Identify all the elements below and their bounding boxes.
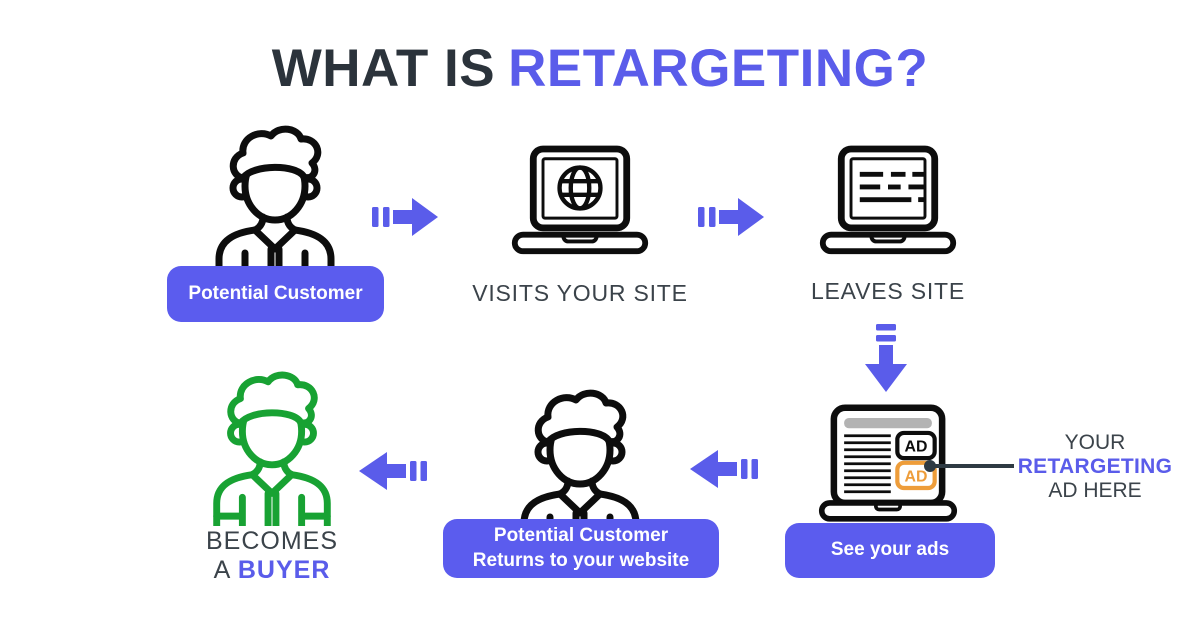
becomes-line: BECOMES (205, 527, 339, 555)
person-buyer-icon (202, 368, 342, 526)
arrow-right-icon (698, 198, 764, 236)
person-icon (205, 122, 345, 282)
callout-connector-line (930, 464, 1014, 468)
browser-bar (844, 418, 932, 429)
arrow-right-icon (372, 198, 438, 236)
see-your-ads-badge: See your ads (785, 523, 995, 578)
returns-badge: Potential Customer Returns to your websi… (443, 519, 719, 578)
arrow-left-icon (358, 452, 428, 490)
laptop-ads-icon: AD AD (818, 404, 958, 522)
becomes-buyer-label: BECOMES A BUYER (177, 527, 367, 585)
callout-line-1: YOUR (1064, 431, 1126, 454)
buyer-prefix: A (213, 556, 230, 584)
title-accent: RETARGETING? (508, 39, 929, 98)
title-prefix: WHAT IS (271, 39, 496, 98)
ad-box-top-label: AD (905, 439, 928, 456)
arrow-down-icon (865, 324, 907, 392)
see-your-ads-label: See your ads (830, 539, 950, 561)
potential-customer-badge: Potential Customer (167, 266, 384, 322)
visits-site-label: VISITS YOUR SITE (472, 280, 688, 306)
leaves-site-label: LEAVES SITE (810, 278, 966, 304)
callout-line-3: AD HERE (1048, 479, 1142, 502)
buyer-accent: BUYER (237, 556, 331, 584)
returns-label-line2: Returns to your website (472, 549, 690, 571)
a-buyer-line: A BUYER (177, 556, 367, 585)
callout-line-2: RETARGETING (1017, 455, 1173, 478)
ad-box-retargeting (895, 460, 937, 491)
retargeting-ad-callout: YOUR RETARGETING AD HERE (1012, 431, 1178, 503)
returns-label-line1: Potential Customer (493, 525, 669, 547)
ad-box-top (895, 430, 937, 461)
ad-box-retargeting-label: AD (905, 468, 928, 485)
arrow-left-icon (690, 450, 758, 488)
laptop-globe-icon (511, 145, 649, 255)
laptop-text-lines-icon (819, 145, 957, 255)
potential-customer-label: Potential Customer (188, 282, 363, 304)
